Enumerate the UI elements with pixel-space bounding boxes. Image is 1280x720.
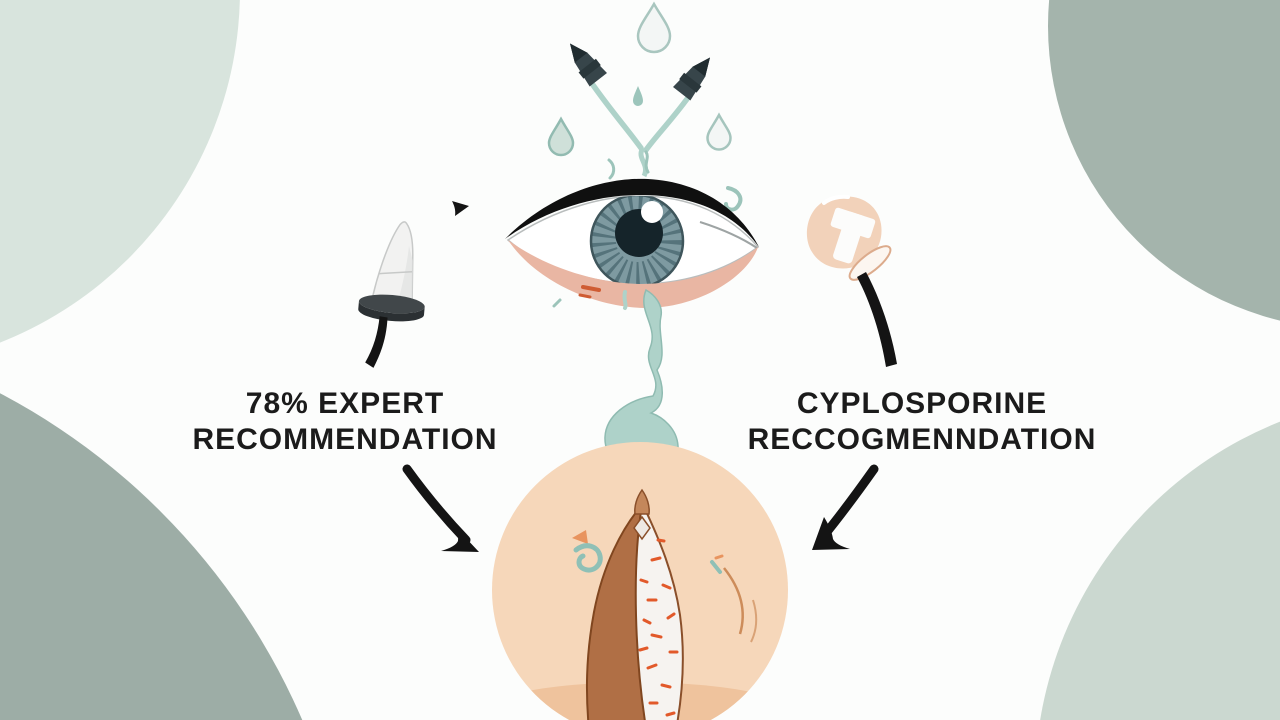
lower-eyelid (508, 240, 758, 308)
eyedropper-bottle-icon (358, 221, 425, 368)
irritation-marks (638, 538, 679, 717)
right-caption-line2: RECCOGMENNDATION (747, 423, 1097, 456)
stopper-cap-icon (806, 194, 897, 367)
right-caption: CYPLOSPORINE RECCOGMENNDATION (742, 386, 1102, 458)
left-caption-line2: RECOMMENDATION (192, 423, 498, 456)
eye-icon (505, 178, 760, 310)
iris (589, 196, 685, 284)
arrow-down-left (812, 464, 879, 550)
upper-eyelid (505, 178, 759, 247)
tear-droplet-icon (547, 1, 732, 157)
small-arrowhead-icon (452, 201, 469, 216)
right-caption-line1: CYPLOSPORINE (796, 387, 1048, 420)
left-caption: 78% EXPERT RECOMMENDATION (165, 386, 525, 458)
dropper-tip-icon (569, 43, 743, 212)
arrow-down-right (402, 464, 479, 552)
eye-highlight (641, 201, 663, 223)
left-caption-line1: 78% EXPERT (245, 387, 445, 420)
irritated-eyelid-circle (492, 442, 788, 720)
